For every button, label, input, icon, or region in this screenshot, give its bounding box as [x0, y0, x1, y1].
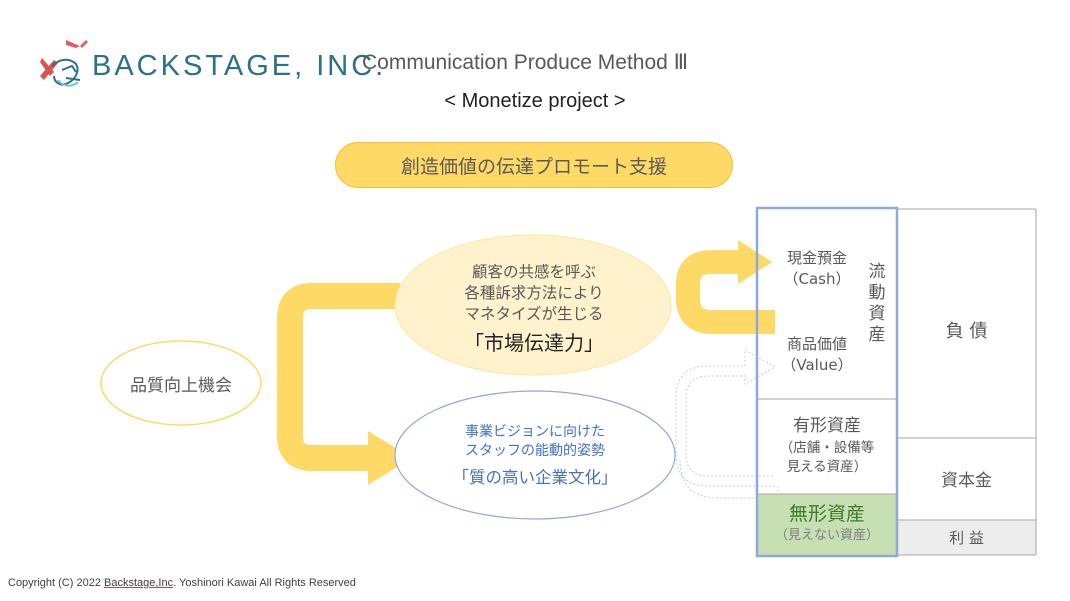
- cash-cell: 現金預金 （Cash）: [768, 244, 866, 294]
- culture-key-label: 「質の高い企業文化」: [452, 468, 618, 487]
- banner-label: 創造価値の伝達プロモート支援: [400, 155, 667, 178]
- copyright-footer: Copyright (C) 2022 Backstage,Inc. Yoshin…: [8, 577, 356, 589]
- profit-cell: 利 益: [897, 520, 1036, 555]
- flow-arrow-value-to-cash: [676, 250, 775, 334]
- subtitle-text: < Monetize project >: [444, 90, 626, 112]
- flow-arrowhead-cash: [738, 240, 772, 284]
- cash-sub-label: （Cash）: [783, 270, 851, 288]
- tangible-line-1: （店舗・設備等: [779, 440, 875, 456]
- copyright-prefix: Copyright (C) 2022: [8, 577, 104, 589]
- intangible-cell-bg: [758, 494, 896, 555]
- copyright-suffix: . Yoshinori Kawai All Rights Reserved: [173, 577, 356, 589]
- flow-arrow-market-to-culture: [277, 283, 400, 471]
- flow-arrowhead-culture: [368, 431, 412, 485]
- quality-label: 品質向上機会: [130, 375, 232, 396]
- liabilities-label: 負 債: [945, 321, 988, 342]
- flow-arrow-intangible-to-value: [675, 349, 777, 487]
- current-assets-label: 流動資産: [868, 262, 886, 345]
- capital-cell: 資本金: [897, 458, 1036, 498]
- value-label: 商品価値: [786, 335, 847, 353]
- liabilities-cell: 負 債: [897, 300, 1036, 360]
- market-ellipse: [394, 234, 672, 376]
- cash-label: 現金預金: [786, 249, 847, 267]
- value-sub-label: （Value）: [781, 356, 853, 374]
- page-title: Communication Produce Method Ⅲ: [362, 51, 689, 74]
- market-ellipse-text: 顧客の共感を呼ぶ 各種訴求方法により マネタイズが生じる 「市場伝達力」: [400, 248, 668, 368]
- page-subtitle: < Monetize project >: [0, 90, 1070, 113]
- market-line-3: マネタイズが生じる: [464, 305, 604, 323]
- culture-ellipse: [394, 390, 676, 520]
- promotion-support-banner: 創造価値の伝達プロモート支援: [335, 142, 733, 188]
- market-key-label: 「市場伝達力」: [464, 331, 604, 355]
- tangible-title: 有形資産: [793, 416, 861, 436]
- tangible-line-2: 見える資産）: [786, 459, 868, 475]
- value-cell: 商品価値 （Value）: [768, 330, 866, 380]
- intangible-assets-cell: 無形資産 （見えない資産）: [758, 499, 896, 551]
- assets-column-border: [755, 206, 899, 558]
- capital-label: 資本金: [941, 470, 992, 491]
- market-line-1: 顧客の共感を呼ぶ: [471, 263, 596, 281]
- company-logo-text: BACKSTAGE, INC.: [92, 50, 387, 82]
- profit-label: 利 益: [949, 529, 984, 547]
- airplane-icon: [66, 40, 88, 48]
- quality-ellipse: [100, 340, 262, 426]
- culture-ellipse-text: 事業ビジョンに向けた スタッフの能動的姿勢 「質の高い企業文化」: [400, 415, 670, 495]
- logo-mark: [40, 40, 88, 87]
- intangible-title: 無形資産: [788, 503, 865, 525]
- copyright-company: Backstage,Inc: [104, 577, 174, 589]
- quality-ellipse-label: 品質向上機会: [101, 341, 261, 425]
- profit-cell-bg: [897, 520, 1036, 555]
- intangible-line-1: （見えない資産）: [774, 528, 879, 543]
- market-line-2: 各種訴求方法により: [464, 284, 604, 302]
- tangible-assets-cell: 有形資産 （店舗・設備等 見える資産）: [758, 412, 896, 482]
- culture-line-2: スタッフの能動的姿勢: [465, 443, 605, 459]
- culture-line-1: 事業ビジョンに向けた: [465, 424, 605, 440]
